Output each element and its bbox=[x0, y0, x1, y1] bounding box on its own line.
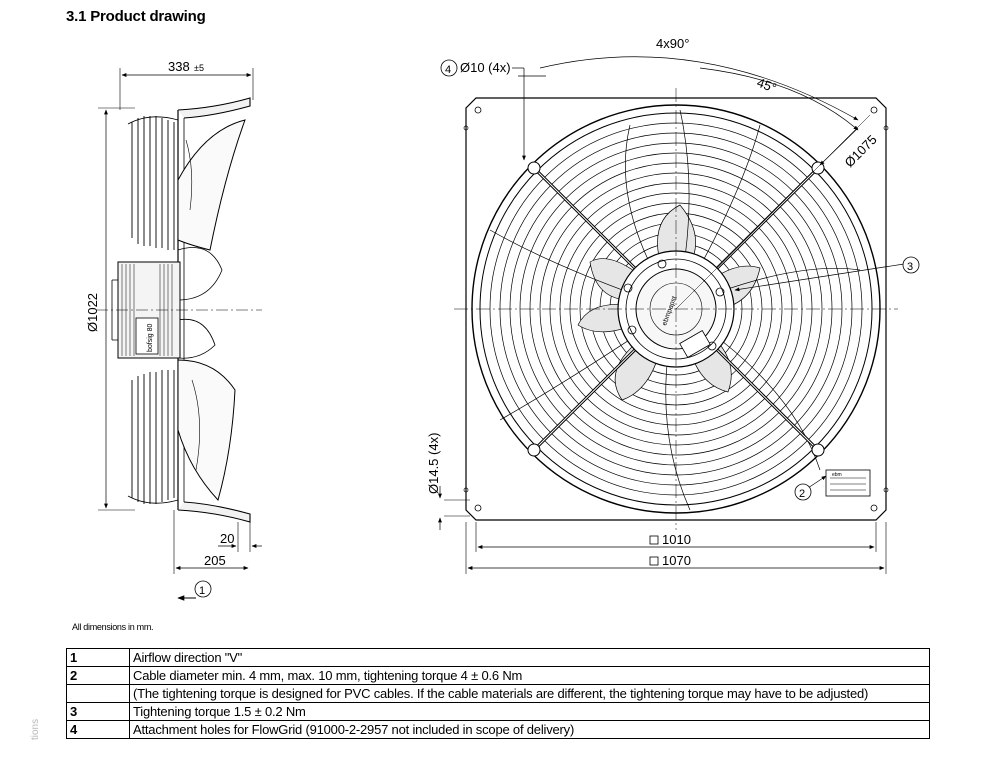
legend-text: Attachment holes for FlowGrid (91000-2-2… bbox=[129, 720, 930, 739]
callout-1: 1 bbox=[199, 585, 205, 597]
angle-4x90: 4x90° bbox=[656, 36, 689, 51]
dimensions-note: All dimensions in mm. bbox=[72, 622, 154, 632]
legend-text: Cable diameter min. 4 mm, max. 10 mm, ti… bbox=[129, 666, 930, 685]
legend-table: 1 Airflow direction "V" 2 Cable diameter… bbox=[66, 648, 930, 739]
mount-hole-dim: Ø14.5 (4x) bbox=[426, 433, 441, 494]
depth-tol: ±5 bbox=[194, 63, 204, 73]
table-row: 1 Airflow direction "V" bbox=[66, 648, 930, 667]
legend-text: (The tightening torque is designed for P… bbox=[129, 684, 930, 703]
side-label: tions bbox=[30, 718, 41, 740]
depth-dim: 338 bbox=[168, 59, 190, 74]
outer-square-dim: 1070 bbox=[662, 553, 691, 568]
table-row: 3 Tightening torque 1.5 ± 0.2 Nm bbox=[66, 702, 930, 721]
nameplate-label: ebm bbox=[832, 472, 842, 478]
table-row: 4 Attachment holes for FlowGrid (91000-2… bbox=[66, 720, 930, 739]
legend-num: 2 bbox=[66, 666, 130, 685]
hole-diameter-dim: Ø10 (4x) bbox=[460, 60, 511, 75]
side-hub-label: bofsig 80 bbox=[147, 323, 154, 352]
legend-num: 3 bbox=[66, 702, 130, 721]
page-title: 3.1 Product drawing bbox=[66, 8, 206, 25]
inner-square-dim: 1010 bbox=[662, 532, 691, 547]
callout-3: 3 bbox=[907, 261, 913, 273]
flange-dim: 20 bbox=[220, 531, 234, 546]
legend-text: Airflow direction "V" bbox=[129, 648, 930, 667]
side-view bbox=[96, 68, 262, 601]
callout-4: 4 bbox=[445, 64, 451, 76]
legend-num: 1 bbox=[66, 648, 130, 667]
side-diameter-dim: Ø1022 bbox=[85, 293, 100, 332]
front-view bbox=[438, 56, 920, 574]
angle-45: 45° bbox=[755, 75, 779, 96]
legend-num: 4 bbox=[66, 720, 130, 739]
table-row: (The tightening torque is designed for P… bbox=[66, 684, 930, 703]
legend-text: Tightening torque 1.5 ± 0.2 Nm bbox=[129, 702, 930, 721]
table-row: 2 Cable diameter min. 4 mm, max. 10 mm, … bbox=[66, 666, 930, 685]
legend-num bbox=[66, 684, 130, 703]
callout-2: 2 bbox=[799, 488, 805, 500]
offset-dim: 205 bbox=[204, 553, 226, 568]
product-drawing: 338 ±5 Ø1022 bofsig 80 20 205 1 bbox=[85, 36, 920, 601]
